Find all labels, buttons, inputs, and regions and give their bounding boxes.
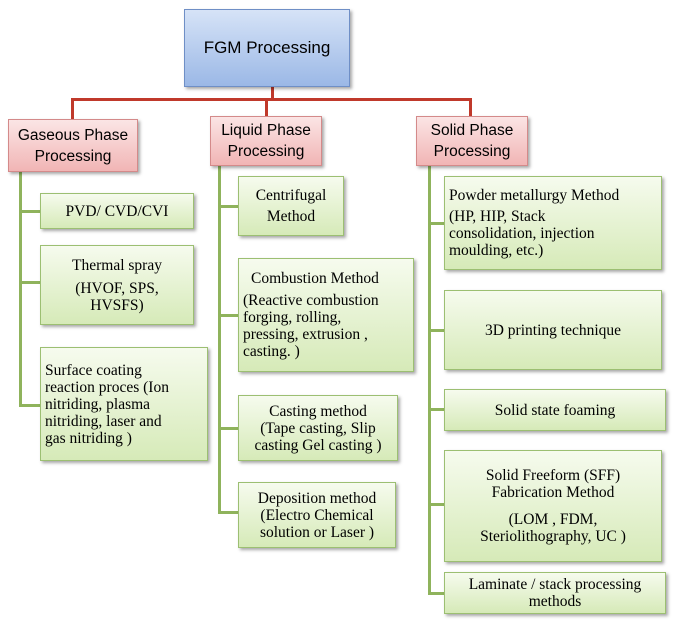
method-text-line: Laminate / stack processing xyxy=(468,576,642,593)
method-text-line: Casting method xyxy=(269,402,367,420)
solid-stem-line xyxy=(469,98,472,116)
method-text-line: (HVOF, SPS, xyxy=(75,279,159,297)
category-label-line: Processing xyxy=(34,147,112,165)
gaseous-branch-line xyxy=(19,172,22,407)
category-label-line: Gaseous Phase xyxy=(17,126,129,144)
liquid-tick-3 xyxy=(218,427,238,430)
category-gaseous-phase: Gaseous Phase Processing xyxy=(8,119,138,172)
solid-tick-5 xyxy=(428,592,444,595)
method-casting: Casting method (Tape casting, Slip casti… xyxy=(238,395,398,461)
method-text-line: (Reactive combustion xyxy=(243,292,379,309)
method-text-line: PVD/ CVD/CVI xyxy=(65,202,169,220)
solid-branch-line xyxy=(428,165,431,595)
solid-tick-3 xyxy=(428,408,444,411)
gaseous-stem-line xyxy=(71,98,74,120)
root-stem-line xyxy=(271,87,274,100)
solid-tick-4 xyxy=(428,503,444,506)
category-label-line: Liquid Phase xyxy=(221,122,311,139)
method-text-line: Centrifugal xyxy=(255,187,327,204)
method-text-line: nitriding, laser and xyxy=(45,412,162,430)
method-solid-freeform: Solid Freeform (SFF) Fabrication Method … xyxy=(444,450,662,562)
method-text-line: (Electro Chemical xyxy=(260,506,374,524)
method-text-line: casting. ) xyxy=(243,343,300,360)
category-label-line: Solid Phase xyxy=(430,122,514,139)
method-text-line: Solid state foaming xyxy=(494,401,616,419)
method-powder-metallurgy: Powder metallurgy Method (HP, HIP, Stack… xyxy=(444,176,662,270)
gaseous-tick-3 xyxy=(19,404,40,407)
method-text-line: moulding, etc.) xyxy=(449,242,544,259)
solid-tick-1 xyxy=(428,222,444,225)
method-thermal-spray: Thermal spray (HVOF, SPS, HVSFS) xyxy=(40,245,194,325)
method-centrifugal: Centrifugal Method xyxy=(238,176,344,236)
method-text-line: pressing, extrusion , xyxy=(243,326,368,343)
method-text-line: Thermal spray xyxy=(72,256,162,274)
root-label: FGM Processing xyxy=(203,38,331,57)
method-text-line: solution or Laser ) xyxy=(259,523,375,541)
method-text-line: HVSFS) xyxy=(90,296,144,314)
category-solid-phase: Solid Phase Processing xyxy=(416,116,528,166)
method-text-line: Method xyxy=(266,208,316,225)
method-text-line: reaction proces (Ion xyxy=(45,378,169,396)
liquid-tick-2 xyxy=(218,314,238,317)
category-liquid-phase: Liquid Phase Processing xyxy=(210,116,322,166)
method-pvd-cvd-cvi: PVD/ CVD/CVI xyxy=(40,193,194,229)
method-text-line: consolidation, injection xyxy=(449,225,595,242)
liquid-tick-1 xyxy=(218,205,238,208)
category-label-line: Processing xyxy=(227,143,305,160)
liquid-stem-line xyxy=(265,98,268,116)
method-deposition: Deposition method (Electro Chemical solu… xyxy=(238,482,396,548)
liquid-branch-line xyxy=(218,166,221,514)
root-node: FGM Processing xyxy=(184,9,350,87)
gaseous-tick-2 xyxy=(19,281,40,284)
method-text-line: gas nitriding ) xyxy=(45,429,132,447)
solid-tick-2 xyxy=(428,329,444,332)
method-text-line: Deposition method xyxy=(257,489,377,507)
method-text-line: methods xyxy=(528,593,582,610)
method-text-line: casting Gel casting ) xyxy=(254,436,382,454)
method-combustion: Combustion Method (Reactive combustion f… xyxy=(238,258,414,372)
category-label-line: Processing xyxy=(433,143,511,160)
method-text-line: Fabrication Method xyxy=(491,484,615,501)
method-3d-printing: 3D printing technique xyxy=(444,290,662,370)
method-text-line: nitriding, plasma xyxy=(45,395,151,413)
liquid-tick-4 xyxy=(218,511,238,514)
method-text-line: (HP, HIP, Stack xyxy=(449,208,546,225)
method-text-line: Surface coating xyxy=(45,361,142,379)
method-text-line: forging, rolling, xyxy=(243,309,342,326)
method-text-line: Solid Freeform (SFF) xyxy=(485,467,621,484)
method-text-line: Steriolithography, UC ) xyxy=(480,528,626,545)
method-text-line: Combustion Method xyxy=(251,270,379,287)
method-text-line: (LOM , FDM, xyxy=(508,511,598,528)
method-text-line: 3D printing technique xyxy=(484,321,622,339)
method-surface-coating: Surface coating reaction proces (Ion nit… xyxy=(40,347,208,461)
method-text-line: Powder metallurgy Method xyxy=(449,187,620,204)
top-horizontal-line xyxy=(71,98,472,101)
gaseous-tick-1 xyxy=(19,210,40,213)
method-text-line: (Tape casting, Slip xyxy=(260,419,376,437)
method-laminate-stack: Laminate / stack processing methods xyxy=(444,572,666,614)
method-solid-state-foaming: Solid state foaming xyxy=(444,389,666,431)
